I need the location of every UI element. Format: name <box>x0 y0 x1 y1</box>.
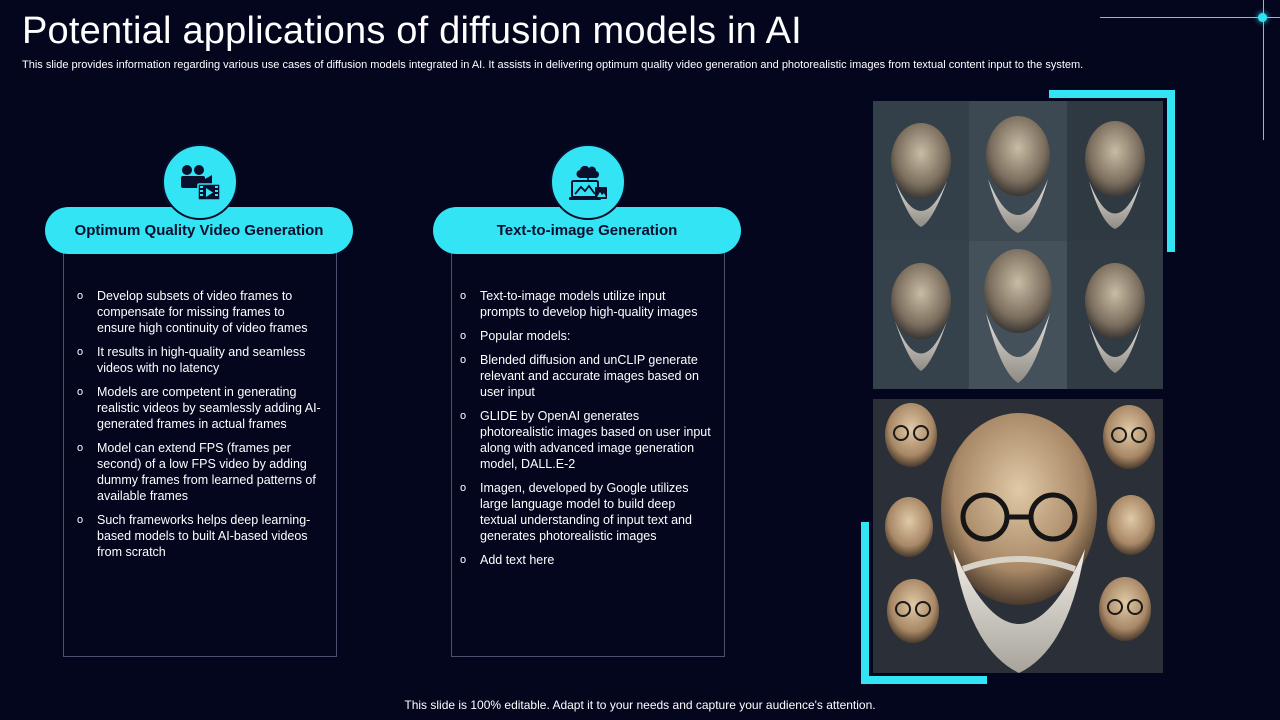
decorative-line <box>1263 0 1264 140</box>
video-generation-heading: Optimum Quality Video Generation <box>45 207 353 254</box>
video-camera-icon <box>162 144 238 220</box>
accent-frame-top <box>1049 90 1175 252</box>
list-item: GLIDE by OpenAI generates photorealistic… <box>460 408 712 472</box>
accent-frame-bottom <box>861 522 987 684</box>
video-generation-bullet-list: Develop subsets of video frames to compe… <box>77 288 322 568</box>
list-item: Blended diffusion and unCLIP generate re… <box>460 352 712 400</box>
list-item: Text-to-image models utilize input promp… <box>460 288 712 320</box>
decorative-dot <box>1258 13 1267 22</box>
list-item: Add text here <box>460 552 712 568</box>
slide-subtitle: This slide provides information regardin… <box>22 59 1084 71</box>
footer-note: This slide is 100% editable. Adapt it to… <box>404 698 876 712</box>
image-generation-icon <box>550 144 626 220</box>
decorative-line <box>1100 17 1280 18</box>
text-to-image-bullet-list: Text-to-image models utilize input promp… <box>460 288 712 576</box>
list-item: Develop subsets of video frames to compe… <box>77 288 322 336</box>
list-item: Models are competent in generating reali… <box>77 384 322 432</box>
slide-title: Potential applications of diffusion mode… <box>22 10 802 52</box>
list-item: Such frameworks helps deep learning-base… <box>77 512 322 560</box>
portrait-grid-image <box>873 101 1163 389</box>
list-item: Model can extend FPS (frames per second)… <box>77 440 322 504</box>
list-item: It results in high-quality and seamless … <box>77 344 322 376</box>
list-item: Popular models: <box>460 328 712 344</box>
portrait-collage-image <box>873 399 1163 673</box>
list-item: Imagen, developed by Google utilizes lar… <box>460 480 712 544</box>
